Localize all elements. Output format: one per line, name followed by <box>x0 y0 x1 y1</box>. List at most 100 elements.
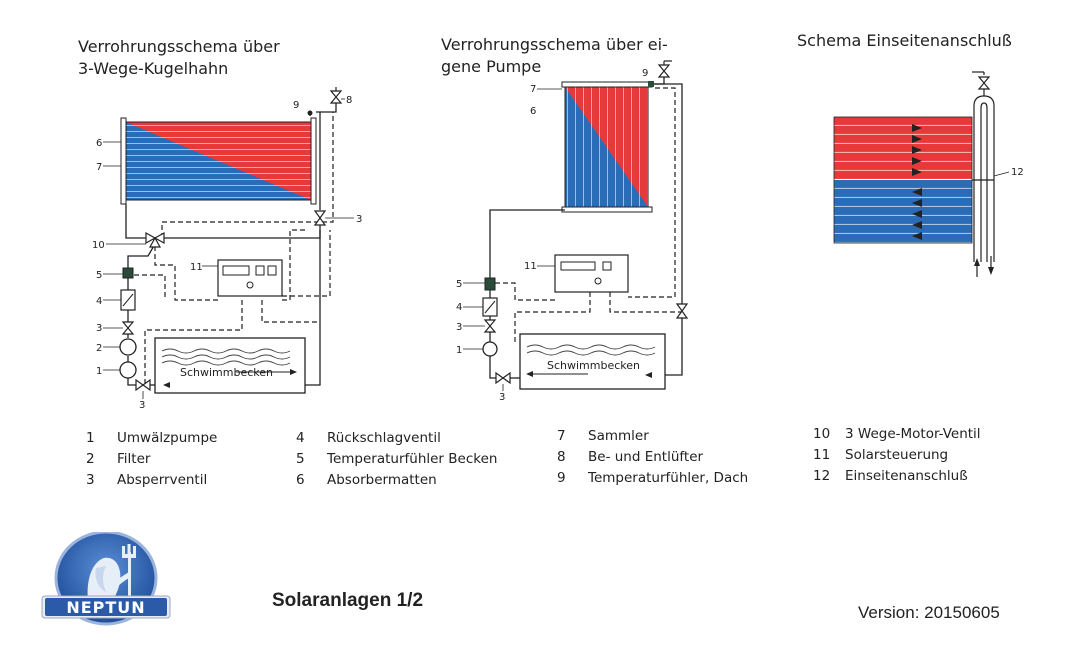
label-6: 6 <box>96 138 102 149</box>
label-3b: 3 <box>96 323 102 334</box>
legend-column-1: 1 Umwälzpumpe 2 Filter 3 Absperrventil <box>86 427 217 490</box>
label-10: 10 <box>92 240 105 251</box>
legend-column-2: 4 Rückschlagventil 5 Temperaturfühler Beck… <box>296 427 497 490</box>
legend-number: 4 <box>296 429 305 446</box>
diagram-title-kugelhahn: Verrohrungsschema über 3-Wege-Kugelhahn <box>78 36 280 80</box>
legend-number: 3 <box>86 471 95 488</box>
label-5: 5 <box>96 270 102 281</box>
label-7: 7 <box>96 162 102 173</box>
legend-text: Rückschlagventil <box>327 429 441 446</box>
legend-number: 11 <box>813 446 831 463</box>
legend-item-7: 7 Sammler <box>557 425 748 446</box>
flow-arrows <box>912 124 922 240</box>
title-line-2: gene Pumpe <box>441 57 542 76</box>
filter-2 <box>119 338 137 356</box>
legend-text: 3 Wege-Motor-Ventil <box>845 425 981 442</box>
label-4: 4 <box>456 302 462 313</box>
label-8: 8 <box>346 95 352 106</box>
legend-number: 5 <box>296 450 305 467</box>
diagram-1-labels: 6 7 9 8 3 10 11 5 4 3 2 1 3 <box>92 95 362 411</box>
shutoff-valve-3 <box>483 319 497 333</box>
legend-item-10: 10 3 Wege-Motor-Ventil <box>813 423 981 444</box>
legend-text: Filter <box>117 450 151 467</box>
legend-text: Absorbermatten <box>327 471 437 488</box>
logo-text: NEPTUN <box>66 598 145 617</box>
label-5: 5 <box>456 279 462 290</box>
legend-item-9: 9 Temperaturfühler, Dach <box>557 467 748 488</box>
label-11: 11 <box>524 261 537 272</box>
legend-text: Be- und Entlüfter <box>588 448 704 465</box>
legend-item-1: 1 Umwälzpumpe <box>86 427 217 448</box>
legend-number: 12 <box>813 467 831 484</box>
label-1: 1 <box>96 366 102 377</box>
label-4: 4 <box>96 296 102 307</box>
connector-pipes <box>972 71 995 262</box>
label-9: 9 <box>293 100 299 111</box>
legend-number: 7 <box>557 427 566 444</box>
label-11: 11 <box>190 262 203 273</box>
legend-item-12: 12 Einseitenanschluß <box>813 465 981 486</box>
pipes-solid <box>125 103 337 386</box>
neptun-logo: NEPTUN <box>41 532 171 626</box>
pool-sensor-5 <box>122 267 134 279</box>
cables-dashed <box>134 112 334 385</box>
valve-3-top <box>313 210 327 226</box>
absorber-panel <box>561 81 653 213</box>
legend-number: 10 <box>813 425 831 442</box>
diagram-2-labels: 7 6 9 5 11 4 3 1 3 <box>456 68 648 403</box>
legend-text: Einseitenanschluß <box>845 467 968 484</box>
legend-text: Sammler <box>588 427 649 444</box>
legend-item-4: 4 Rückschlagventil <box>296 427 497 448</box>
shutoff-valve-3-bottom <box>495 371 511 385</box>
document-title: Solaranlagen 1/2 <box>272 590 424 611</box>
pump-1 <box>119 361 137 379</box>
flow-direction-arrows <box>974 256 994 277</box>
absorber-panel <box>120 117 317 205</box>
legend-column-4: 10 3 Wege-Motor-Ventil 11 Solarsteuerung 1… <box>813 423 981 486</box>
vent-valve <box>977 76 991 90</box>
legend-item-2: 2 Filter <box>86 448 217 469</box>
shutoff-valve-3-left <box>121 321 135 335</box>
pool-sensor-5 <box>484 277 496 291</box>
title-line-1: Verrohrungsschema über ei- <box>441 35 668 54</box>
solar-controller-11 <box>217 259 283 297</box>
label-7: 7 <box>530 84 536 95</box>
label-12: 12 <box>1011 167 1024 178</box>
legend-text: Absperrventil <box>117 471 208 488</box>
neptune-figure-icon <box>87 544 136 602</box>
roof-sensor-9 <box>648 81 654 87</box>
pipes-solid <box>489 75 683 379</box>
diagram-pumpe: Schwimmbecken 7 6 9 5 11 4 3 1 3 <box>456 60 689 403</box>
absorber-panel <box>833 116 973 244</box>
legend-text: Temperaturfühler, Dach <box>588 469 749 486</box>
label-3: 3 <box>456 322 462 333</box>
vent-valve-8 <box>329 87 343 104</box>
diagram-einseiten: 12 <box>833 71 1024 277</box>
diagram-kugelhahn: Schwimmbecken 6 7 9 8 3 10 11 5 4 3 <box>92 87 362 411</box>
pool: Schwimmbecken <box>519 333 666 390</box>
legend-text: Umwälzpumpe <box>117 429 218 446</box>
legend-item-11: 11 Solarsteuerung <box>813 444 981 465</box>
legend-number: 9 <box>557 469 566 486</box>
legend-number: 2 <box>86 450 95 467</box>
label-3b: 3 <box>499 392 505 403</box>
title-line-1: Verrohrungsschema über <box>78 37 280 56</box>
shutoff-valve-right <box>675 303 689 319</box>
legend-text: Temperaturfühler Becken <box>327 450 498 467</box>
shutoff-valve-3-bottom <box>135 378 151 392</box>
pool-label: Schwimmbecken <box>547 359 640 372</box>
pool-label: Schwimmbecken <box>180 366 273 379</box>
legend-item-5: 5 Temperaturfühler Becken <box>296 448 497 469</box>
valve-3-way-10 <box>145 231 165 248</box>
legend-text: Solarsteuerung <box>845 446 949 463</box>
label-6: 6 <box>530 106 536 117</box>
label-2: 2 <box>96 343 102 354</box>
pool: Schwimmbecken <box>154 337 306 394</box>
legend-number: 1 <box>86 429 95 446</box>
piping-diagrams: Schwimmbecken 6 7 9 8 3 10 11 5 4 3 <box>92 60 1024 411</box>
title-line-1: Schema Einseitenanschluß <box>797 31 1012 50</box>
vent-valve <box>657 60 672 78</box>
